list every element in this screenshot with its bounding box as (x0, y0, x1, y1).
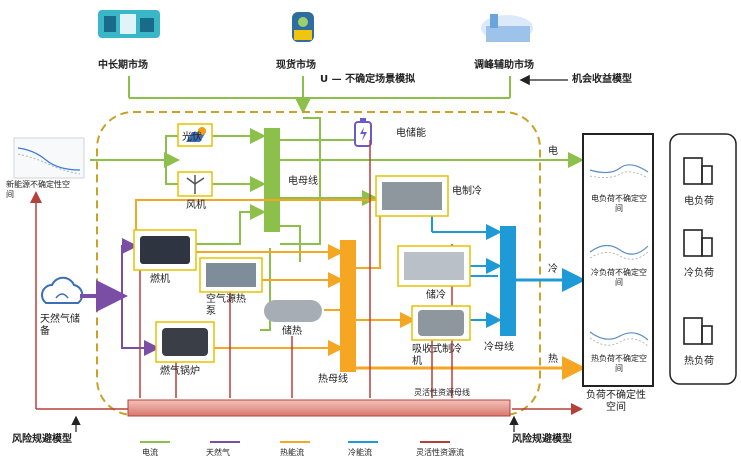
flex-bus-label: 灵活性资源母线 (414, 388, 470, 397)
absorption-chiller-icon (418, 310, 464, 336)
heat-uncertainty-label: 热负荷不确定空间 (591, 354, 647, 373)
heat-output-label: 热 (548, 354, 558, 365)
gas-storage-icon (41, 276, 84, 304)
mid-long-market-icon (98, 10, 160, 38)
air-heatpump-icon (206, 263, 256, 287)
air-heatpump-label: 空气源热泵 (206, 294, 246, 317)
pv-icon (186, 127, 206, 142)
heat-bus-label: 热母线 (318, 374, 348, 385)
elec-output-label: 电 (548, 146, 558, 157)
spot-market-icon (292, 12, 314, 42)
heat-flows (135, 199, 586, 380)
heat-load-label: 热负荷 (684, 356, 714, 367)
cold-output-label: 冷 (548, 264, 558, 275)
battery-icon (354, 118, 372, 147)
uncertainty-curves (589, 164, 649, 347)
heat-storage-icon (264, 300, 322, 322)
uncertainty-scenario-label: U — 不确定场景模拟 (320, 74, 416, 85)
legend-gas: 天然气 (206, 448, 230, 457)
gas-turbine-icon (140, 236, 190, 264)
gas-boiler-label: 燃气锅炉 (160, 366, 200, 377)
cold-uncertainty-label: 冷负荷不确定空间 (591, 268, 647, 287)
loads-panel (669, 133, 737, 385)
elec-chiller-label: 电制冷 (452, 186, 482, 197)
legend-flex: 灵活性资源流 (416, 448, 464, 457)
renewable-space-label: 新能源不确定性空间 (6, 180, 70, 199)
cold-storage-label: 储冷 (426, 290, 446, 301)
wind-turbine-icon (186, 175, 205, 194)
elec-bus-bar (264, 128, 280, 232)
legend-heat: 热能流 (280, 448, 304, 457)
load-uncertainty-label: 负荷不确定性空间 (586, 390, 646, 413)
cold-bus-bar (500, 226, 516, 336)
risk-model-left-label: 风险规避模型 (12, 434, 72, 445)
cold-load-label: 冷负荷 (684, 268, 714, 279)
uncertainty-panel (582, 133, 654, 387)
flex-bus-bar (127, 399, 511, 417)
heat-storage-label: 储热 (282, 326, 302, 337)
cold-bus-label: 冷母线 (484, 342, 514, 353)
opportunity-model-label: 机会收益模型 (572, 74, 632, 85)
cold-storage-icon (404, 252, 464, 280)
wind-label: 风机 (186, 200, 206, 211)
peak-market-icon (481, 14, 533, 42)
elec-storage-label: 电储能 (396, 128, 426, 139)
legend-elec: 电流 (142, 448, 158, 457)
gas-boiler-icon (162, 328, 208, 356)
pv-label: 光伏 (182, 132, 202, 143)
heat-bus-bar (340, 240, 356, 372)
mid-long-market-label: 中长期市场 (98, 60, 148, 71)
legend-cold: 冷能流 (348, 448, 372, 457)
electric-flows (90, 117, 584, 331)
elec-load-label: 电负荷 (684, 196, 714, 207)
elec-chiller-icon (382, 182, 442, 210)
gas-turbine-label: 燃机 (150, 274, 170, 285)
spot-market-label: 现货市场 (276, 60, 316, 71)
elec-bus-label: 电母线 (288, 176, 318, 187)
absorption-chiller-label: 吸收式制冷机 (412, 344, 462, 367)
elec-uncertainty-label: 电负荷不确定空间 (591, 194, 647, 213)
gas-storage-label: 天然气储备 (40, 314, 80, 337)
gas-flows (80, 238, 160, 356)
peak-market-label: 调峰辅助市场 (474, 60, 534, 71)
cold-flows (431, 216, 586, 328)
market-connector (128, 76, 511, 114)
renewable-curve (13, 137, 85, 179)
building-icons (683, 157, 713, 345)
risk-model-right-label: 风险规避模型 (512, 434, 572, 445)
